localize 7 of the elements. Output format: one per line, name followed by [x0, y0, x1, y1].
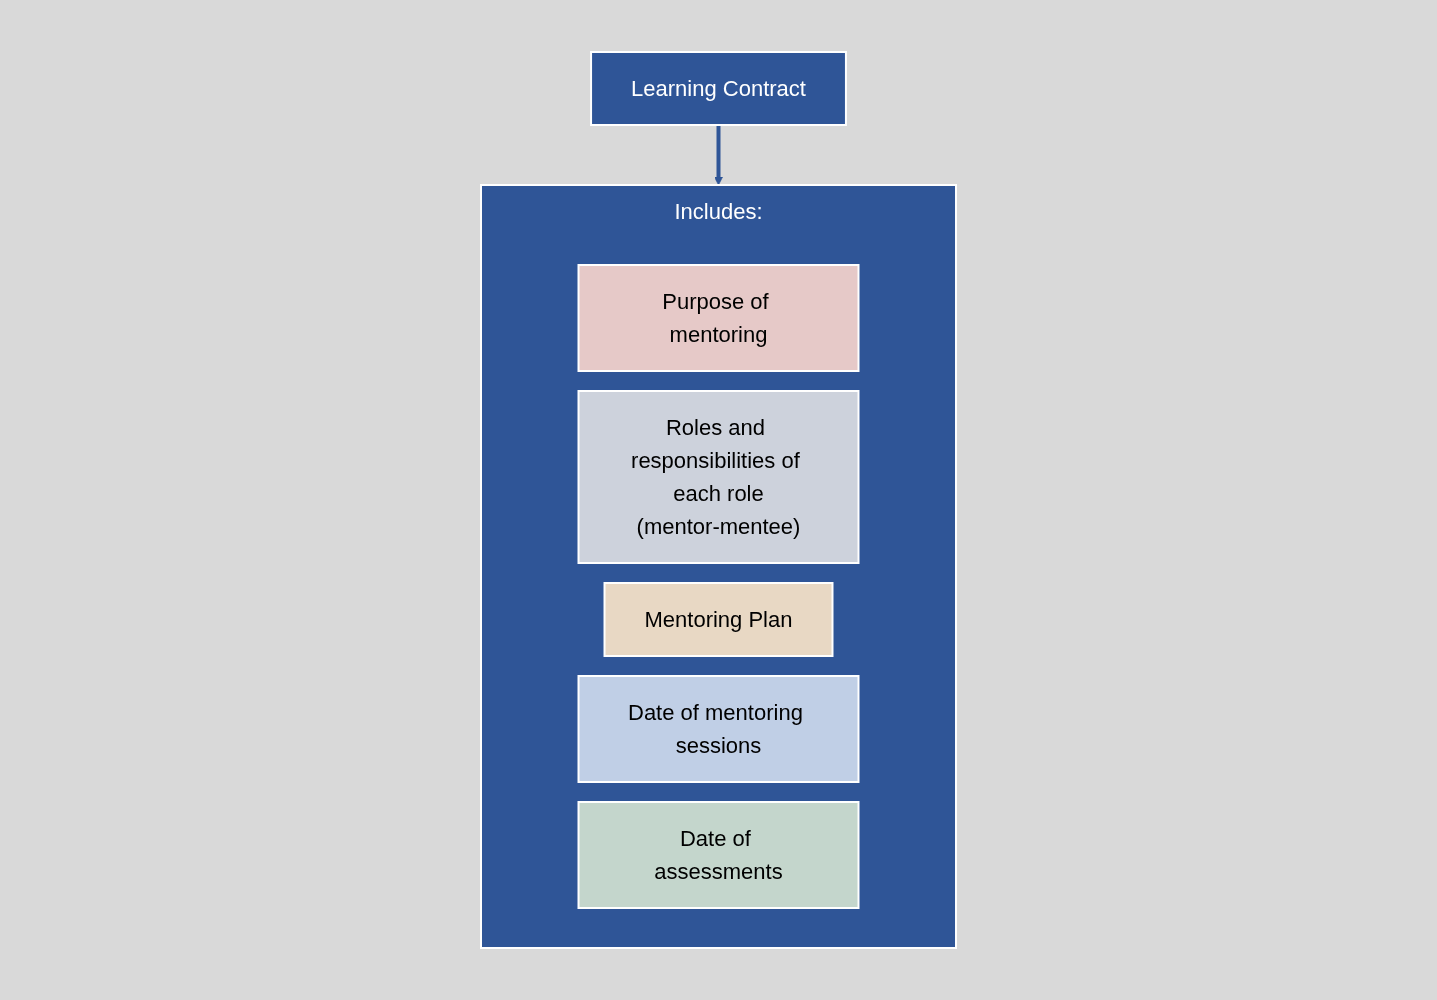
- arrow: [714, 125, 723, 186]
- node-box: Roles and responsibilities of each role (mentor-mentee): [577, 390, 860, 564]
- node-box: Purpose of mentoring: [577, 264, 860, 372]
- node-box: Date of mentoring sessions: [577, 675, 860, 783]
- node-box: Learning Contract: [590, 51, 847, 126]
- node-box: Date of assessments: [577, 801, 860, 909]
- node-box: Mentoring Plan: [603, 582, 834, 657]
